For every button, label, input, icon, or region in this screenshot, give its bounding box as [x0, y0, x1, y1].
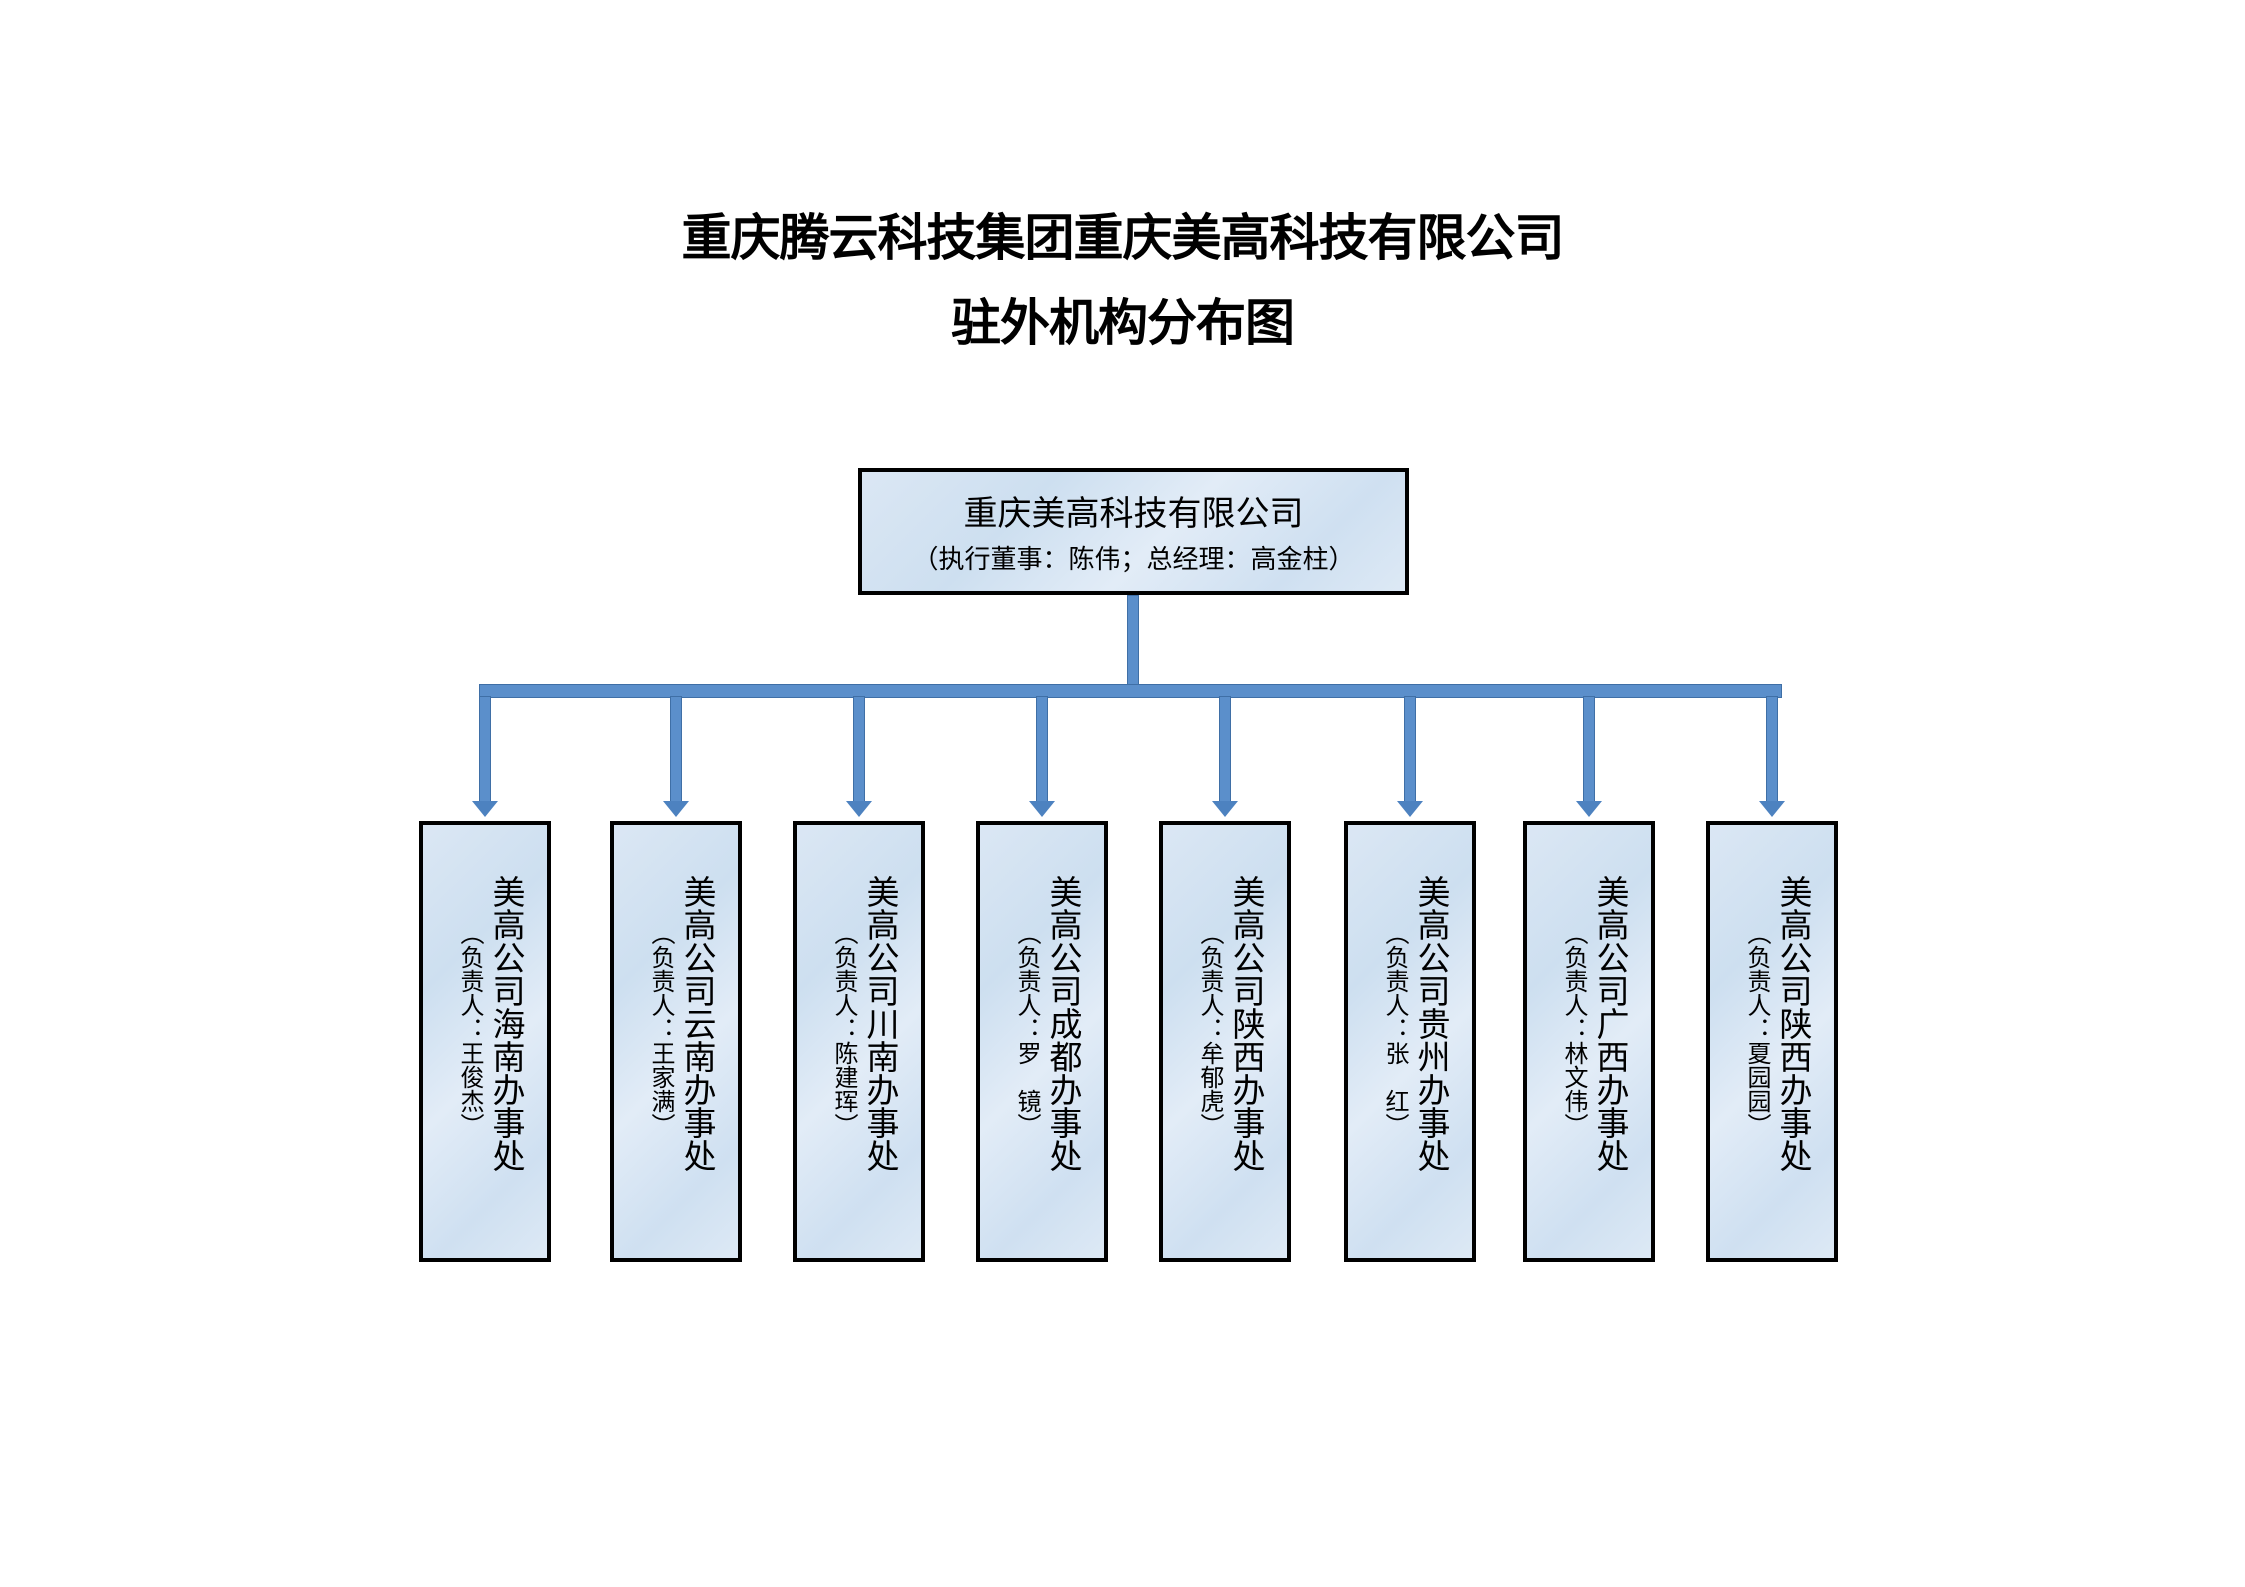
office-name: 美高公司陕西办事处: [1227, 875, 1266, 1172]
branch-connector: [1219, 696, 1231, 802]
root-node: 重庆美高科技有限公司 （执行董事：陈伟；总经理：高金柱）: [858, 468, 1409, 595]
branch-connector: [853, 696, 865, 802]
branch-connector: [1036, 696, 1048, 802]
office-node: 美高公司陕西办事处（负责人：牟郁虎）: [1159, 821, 1291, 1262]
branch-connector: [670, 696, 682, 802]
chart-title-line1: 重庆腾云科技集团重庆美高科技有限公司: [681, 208, 1565, 267]
branch-connector: [1404, 696, 1416, 802]
arrow-down-icon: [1397, 801, 1423, 817]
office-name: 美高公司陕西办事处: [1774, 875, 1813, 1172]
office-manager: （负责人：王俊杰）: [456, 921, 484, 1137]
root-node-name: 重庆美高科技有限公司: [963, 494, 1304, 534]
arrow-down-icon: [1212, 801, 1238, 817]
office-node: 美高公司成都办事处（负责人：罗 镜）: [976, 821, 1108, 1262]
office-name: 美高公司海南办事处: [487, 875, 526, 1172]
office-manager: （负责人：林文伟）: [1560, 921, 1588, 1137]
office-name: 美高公司广西办事处: [1591, 875, 1630, 1172]
chart-title-line2: 驻外机构分布图: [951, 293, 1295, 352]
arrow-down-icon: [472, 801, 498, 817]
office-node: 美高公司云南办事处（负责人：王家满）: [610, 821, 742, 1262]
office-manager: （负责人：罗 镜）: [1013, 921, 1041, 1137]
arrow-down-icon: [1029, 801, 1055, 817]
office-manager: （负责人：夏园园）: [1743, 921, 1771, 1137]
office-name: 美高公司贵州办事处: [1412, 875, 1451, 1172]
office-manager: （负责人：牟郁虎）: [1196, 921, 1224, 1137]
arrow-down-icon: [846, 801, 872, 817]
root-node-leaders: （执行董事：陈伟；总经理：高金柱）: [912, 545, 1355, 575]
branch-connector: [1583, 696, 1595, 802]
office-node: 美高公司陕西办事处（负责人：夏园园）: [1706, 821, 1838, 1262]
arrow-down-icon: [663, 801, 689, 817]
office-manager: （负责人：陈建珲）: [830, 921, 858, 1137]
office-node: 美高公司海南办事处（负责人：王俊杰）: [419, 821, 551, 1262]
root-connector: [1127, 595, 1139, 687]
office-node: 美高公司川南办事处（负责人：陈建珲）: [793, 821, 925, 1262]
office-node: 美高公司广西办事处（负责人：林文伟）: [1523, 821, 1655, 1262]
arrow-down-icon: [1759, 801, 1785, 817]
office-manager: （负责人：张 红）: [1381, 921, 1409, 1137]
office-name: 美高公司云南办事处: [678, 875, 717, 1172]
branch-connector: [1766, 696, 1778, 802]
arrow-down-icon: [1576, 801, 1602, 817]
office-name: 美高公司川南办事处: [861, 875, 900, 1172]
office-manager: （负责人：王家满）: [647, 921, 675, 1137]
horizontal-bus: [479, 684, 1782, 698]
office-node: 美高公司贵州办事处（负责人：张 红）: [1344, 821, 1476, 1262]
office-name: 美高公司成都办事处: [1044, 875, 1083, 1172]
branch-connector: [479, 696, 491, 802]
